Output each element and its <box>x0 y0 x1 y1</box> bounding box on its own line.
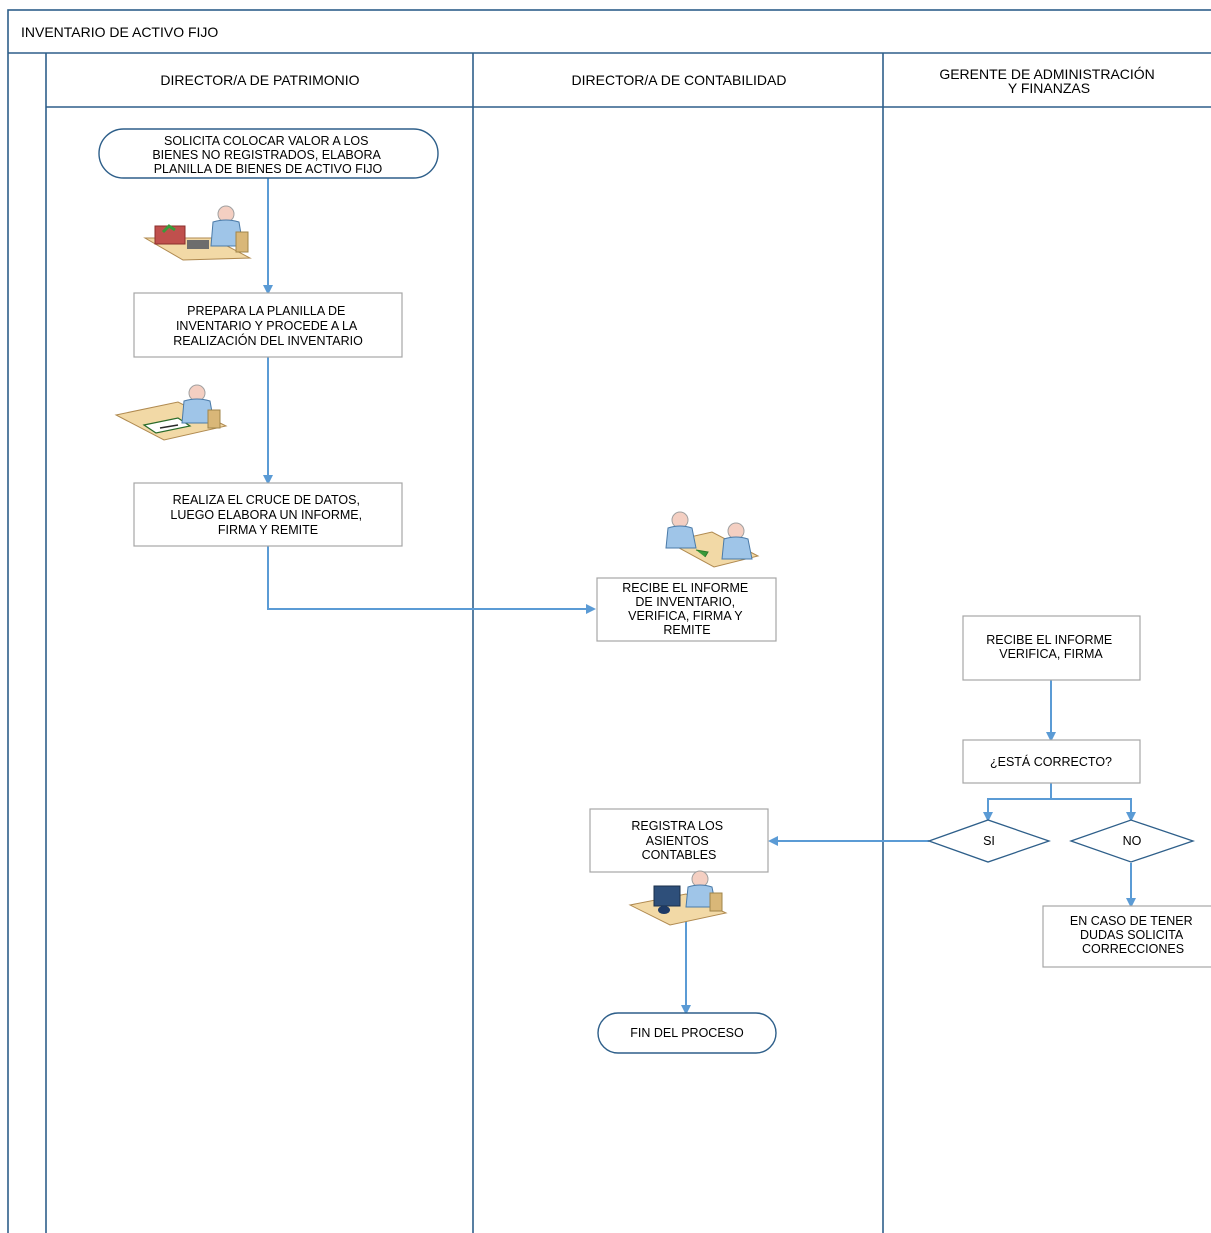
connectors <box>263 178 1136 1015</box>
svg-text:EN CASO DE TENER DUDAS S: EN CASO DE TENER DUDAS SOLICITA CORRECCI… <box>1070 914 1196 956</box>
svg-text:RECIBE EL INFORME VERIFI: RECIBE EL INFORME VERIFICA, FIRMA <box>986 633 1115 661</box>
process-prepare: PREPARA LA PLANILLA DE INVENTARIO Y PROC… <box>133 292 403 358</box>
swimlane-frame <box>7 9 1211 1233</box>
process-receive-manager: RECIBE EL INFORME VERIFICA, FIRMA <box>962 615 1141 681</box>
svg-text:PREPARA LA PLANILLA DE I: PREPARA LA PLANILLA DE INVENTARIO Y PROC… <box>173 304 363 348</box>
start-node: SOLICITA COLOCAR VALOR A LOS BIENES NO R… <box>98 128 439 179</box>
decision-no: NO <box>1069 819 1196 863</box>
process-doubts: EN CASO DE TENER DUDAS SOLICITA CORRECCI… <box>1042 905 1211 968</box>
diagram-title: INVENTARIO DE ACTIVO FIJO <box>21 24 218 40</box>
process-cross-data: REALIZA EL CRUCE DE DATOS, LUEGO ELABORA… <box>133 482 403 547</box>
svg-text:¿ESTÁ CORRECTO?: ¿ESTÁ CORRECTO? <box>990 754 1112 769</box>
person-computer-icon <box>628 870 728 926</box>
arrow-cross-to-accounting <box>267 546 596 614</box>
person-desk-box-icon <box>143 205 252 261</box>
process-question: ¿ESTÁ CORRECTO? <box>962 739 1141 784</box>
end-node: FIN DEL PROCESO <box>597 1012 777 1054</box>
arrow-question-to-no <box>1051 798 1136 822</box>
svg-text:NO: NO <box>1123 834 1142 848</box>
svg-text:SOLICITA COLOCAR VALOR A LOS: SOLICITA COLOCAR VALOR A LOS BIENES NO R… <box>152 134 383 176</box>
decision-yes: SI <box>927 819 1051 863</box>
process-receive-accounting: RECIBE EL INFORME DE INVENTARIO, VERIFIC… <box>596 577 777 642</box>
svg-text:SI: SI <box>983 834 995 848</box>
lane-header-patrimonio: DIRECTOR/A DE PATRIMONIO <box>160 72 359 88</box>
svg-text:REALIZA EL CRUCE DE DATOS,: REALIZA EL CRUCE DE DATOS, LUEGO ELABORA… <box>170 493 365 537</box>
lane-header-gerente: GERENTE DE ADMINISTRACIÓN Y FINANZAS <box>939 66 1158 96</box>
process-register: REGISTRA LOS ASIENTOS CONTABLES <box>589 808 769 873</box>
lane-header-contabilidad: DIRECTOR/A DE CONTABILIDAD <box>572 72 787 88</box>
arrow-question-to-yes <box>983 783 1052 822</box>
svg-text:REGISTRA LOS ASIENTOS: REGISTRA LOS ASIENTOS CONTABLES <box>631 819 726 862</box>
svg-text:FIN DEL PROCESO: FIN DEL PROCESO <box>630 1026 744 1040</box>
two-people-exchange-icon <box>665 511 760 568</box>
person-writing-icon <box>114 384 228 441</box>
svg-text:RECIBE EL INFORME DE INV: RECIBE EL INFORME DE INVENTARIO, VERIFIC… <box>622 581 751 637</box>
